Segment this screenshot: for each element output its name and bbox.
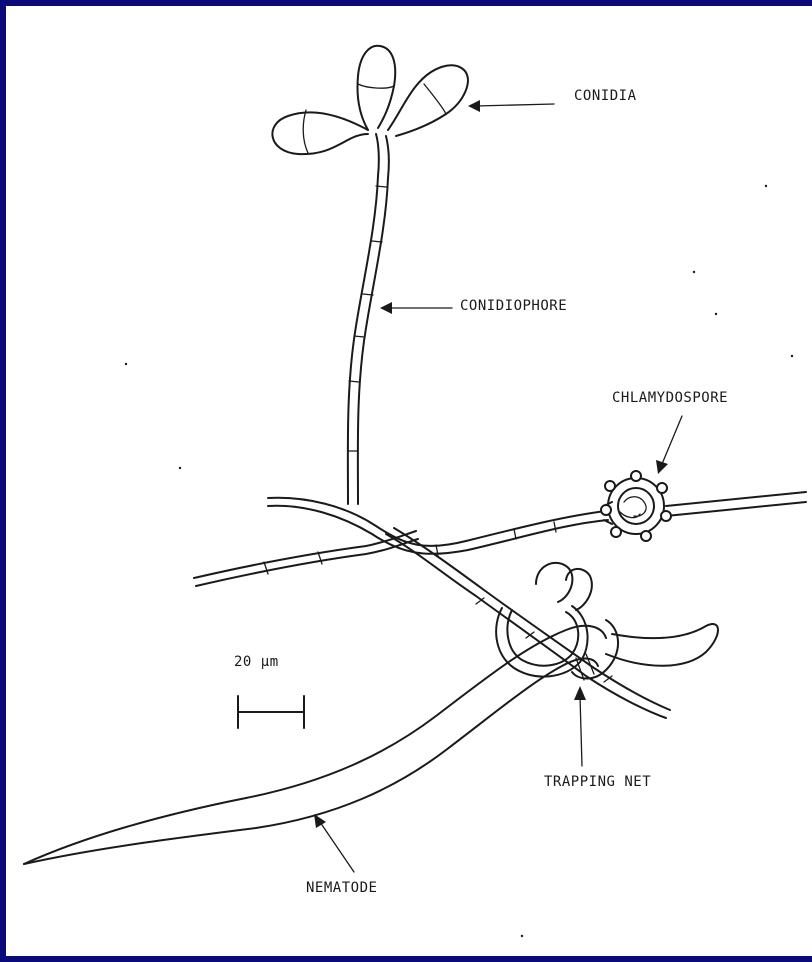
diagram-panel: CONIDIA CONIDIOPHORE CHLAMYDOSPORE 20 µm…	[6, 6, 812, 956]
conidia-arrowhead	[468, 100, 480, 112]
specks	[125, 185, 793, 937]
label-scale: 20 µm	[234, 654, 279, 670]
label-conidia: CONIDIA	[574, 88, 637, 104]
trapping-net	[496, 563, 718, 679]
nematode-body	[24, 626, 606, 864]
label-nematode: NEMATODE	[306, 880, 377, 896]
conidia-cluster	[272, 46, 468, 154]
label-trapping-net: TRAPPING NET	[544, 774, 651, 790]
label-chlamydospore: CHLAMYDOSPORE	[612, 390, 728, 406]
chlamydospore-arrow	[662, 416, 682, 464]
nematode-arrow	[320, 822, 354, 872]
nematode-arrowhead	[314, 814, 326, 828]
label-conidiophore: CONIDIOPHORE	[460, 298, 567, 314]
fungus-nematode-diagram	[6, 6, 812, 956]
conidiophore-arrowhead	[380, 302, 392, 314]
hyphae	[194, 492, 806, 718]
trapping-net-arrow	[580, 696, 582, 766]
trapping-net-arrowhead	[574, 686, 586, 700]
conidiophore-stalk	[348, 134, 389, 504]
scale-bar	[238, 696, 304, 728]
conidia-arrow	[476, 104, 554, 106]
chlamydospore	[601, 471, 671, 541]
chlamydospore-arrowhead	[656, 460, 668, 474]
